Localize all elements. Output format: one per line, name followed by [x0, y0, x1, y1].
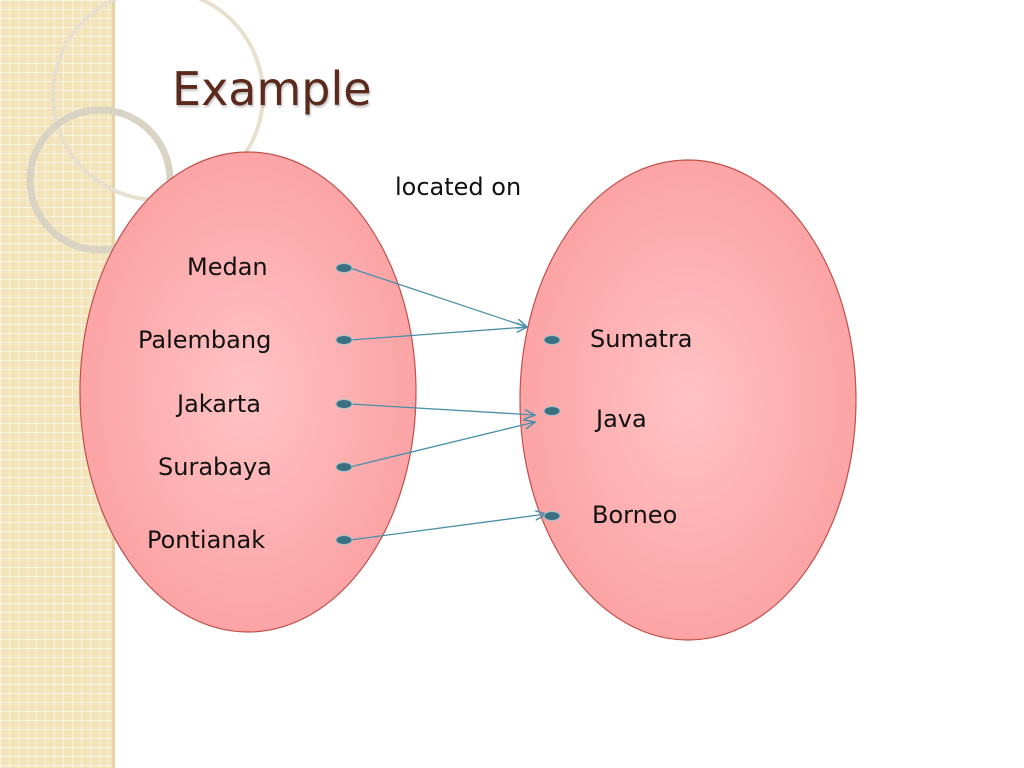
arrow-surabaya-to-java — [349, 422, 535, 468]
arrow-jakarta-to-java — [349, 403, 535, 415]
slide-title: Example — [172, 62, 372, 116]
codomain-label-sumatra: Sumatra — [590, 325, 693, 353]
mapping-dots — [335, 263, 561, 545]
dot-sumatra — [543, 335, 561, 345]
dot-medan — [335, 263, 353, 273]
domain-label-pontianak: Pontianak — [147, 526, 266, 554]
dot-palembang — [335, 335, 353, 345]
arrow-palembang-to-sumatra — [349, 327, 527, 341]
dot-surabaya — [335, 462, 353, 472]
arrow-pontianak-to-borneo — [349, 514, 546, 541]
mapping-arrows — [349, 267, 546, 541]
dot-java — [543, 406, 561, 416]
domain-ellipse — [79, 151, 417, 633]
domain-label-jakarta: Jakarta — [177, 390, 261, 418]
arrow-medan-to-sumatra — [349, 267, 527, 327]
domain-label-surabaya: Surabaya — [158, 453, 272, 481]
codomain-label-borneo: Borneo — [592, 501, 678, 529]
dot-jakarta — [335, 399, 353, 409]
codomain-label-java: Java — [596, 405, 647, 433]
domain-label-medan: Medan — [187, 253, 268, 281]
relation-label: located on — [395, 173, 522, 201]
dot-borneo — [543, 511, 561, 521]
codomain-ellipse — [519, 159, 857, 641]
dot-pontianak — [335, 535, 353, 545]
domain-label-palembang: Palembang — [138, 326, 272, 354]
